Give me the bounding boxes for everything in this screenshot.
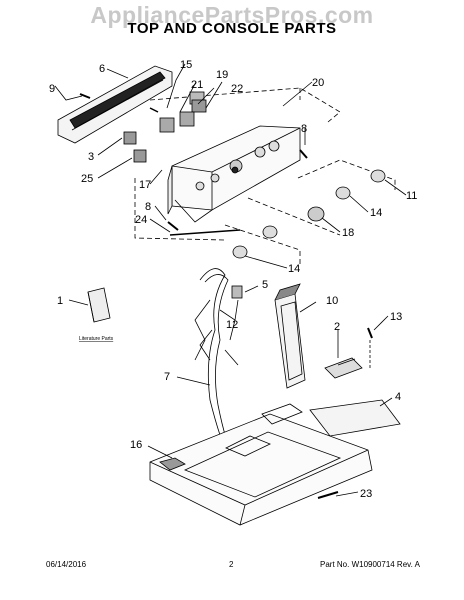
callout-25: 25 [81, 173, 93, 185]
callout-8-upper: 8 [301, 123, 307, 135]
callout-22: 22 [231, 83, 243, 95]
switch-part-21 [179, 111, 195, 127]
knob-11 [370, 169, 386, 183]
callout-1: 1 [57, 295, 63, 307]
switch-part-25 [133, 149, 147, 163]
assembly-outline-left [134, 178, 226, 241]
ring-14-upper [335, 186, 351, 200]
callout-6: 6 [99, 63, 105, 75]
callout-2: 2 [334, 321, 340, 333]
callout-24: 24 [135, 214, 147, 226]
callout-11: 11 [406, 190, 417, 202]
literature-booklet [87, 287, 111, 323]
ring-14-lower [262, 225, 278, 239]
callout-14-lower: 14 [288, 263, 300, 275]
literature-label: Literature Parts [79, 336, 114, 342]
callout-12: 12 [226, 319, 238, 331]
lid-strike [324, 357, 363, 379]
ring-14-left [232, 245, 248, 259]
callout-5: 5 [262, 279, 268, 291]
switch-part-22 [191, 99, 207, 113]
control-panel-overlay [57, 65, 173, 144]
footer-date: 06/14/2016 [46, 560, 87, 569]
callout-14-upper: 14 [370, 207, 382, 219]
top-panel [149, 403, 373, 526]
callout-23: 23 [360, 488, 372, 500]
screw-15 [149, 107, 159, 113]
connector-5 [231, 285, 243, 299]
wire-part-24 [169, 229, 241, 236]
lid-panel [274, 283, 306, 389]
callout-17: 17 [139, 179, 151, 191]
callout-13: 13 [390, 311, 402, 323]
switch-part-3 [123, 131, 137, 145]
switch-part-15 [159, 117, 175, 133]
callout-3: 3 [88, 151, 94, 163]
console-housing [167, 125, 301, 223]
watermark-text: AppliancePartsPros.com [90, 2, 374, 28]
callout-9: 9 [49, 83, 55, 95]
assembly-outline-right [297, 159, 396, 190]
clip-8-upper [299, 149, 308, 159]
clip-8-lower [167, 221, 179, 231]
knob-18 [307, 206, 325, 222]
pad-4 [309, 399, 401, 437]
footer-page: 2 [229, 560, 234, 569]
callout-4: 4 [395, 391, 401, 403]
screw-13 [367, 327, 373, 339]
callout-19: 19 [216, 69, 228, 81]
callout-10: 10 [326, 295, 338, 307]
callout-21: 21 [191, 79, 203, 91]
callout-15: 15 [180, 59, 192, 71]
callout-7: 7 [164, 371, 170, 383]
screw-9 [79, 93, 91, 99]
diagram-title: TOP AND CONSOLE PARTS [127, 20, 337, 37]
callout-18: 18 [342, 227, 354, 239]
footer-part-number: Part No. W10900714 Rev. A [320, 560, 420, 569]
wire-harness [194, 268, 239, 439]
callout-16: 16 [130, 439, 142, 451]
callout-20: 20 [312, 77, 324, 89]
assembly-outline-console [149, 87, 341, 123]
callout-8-lower: 8 [145, 201, 151, 213]
